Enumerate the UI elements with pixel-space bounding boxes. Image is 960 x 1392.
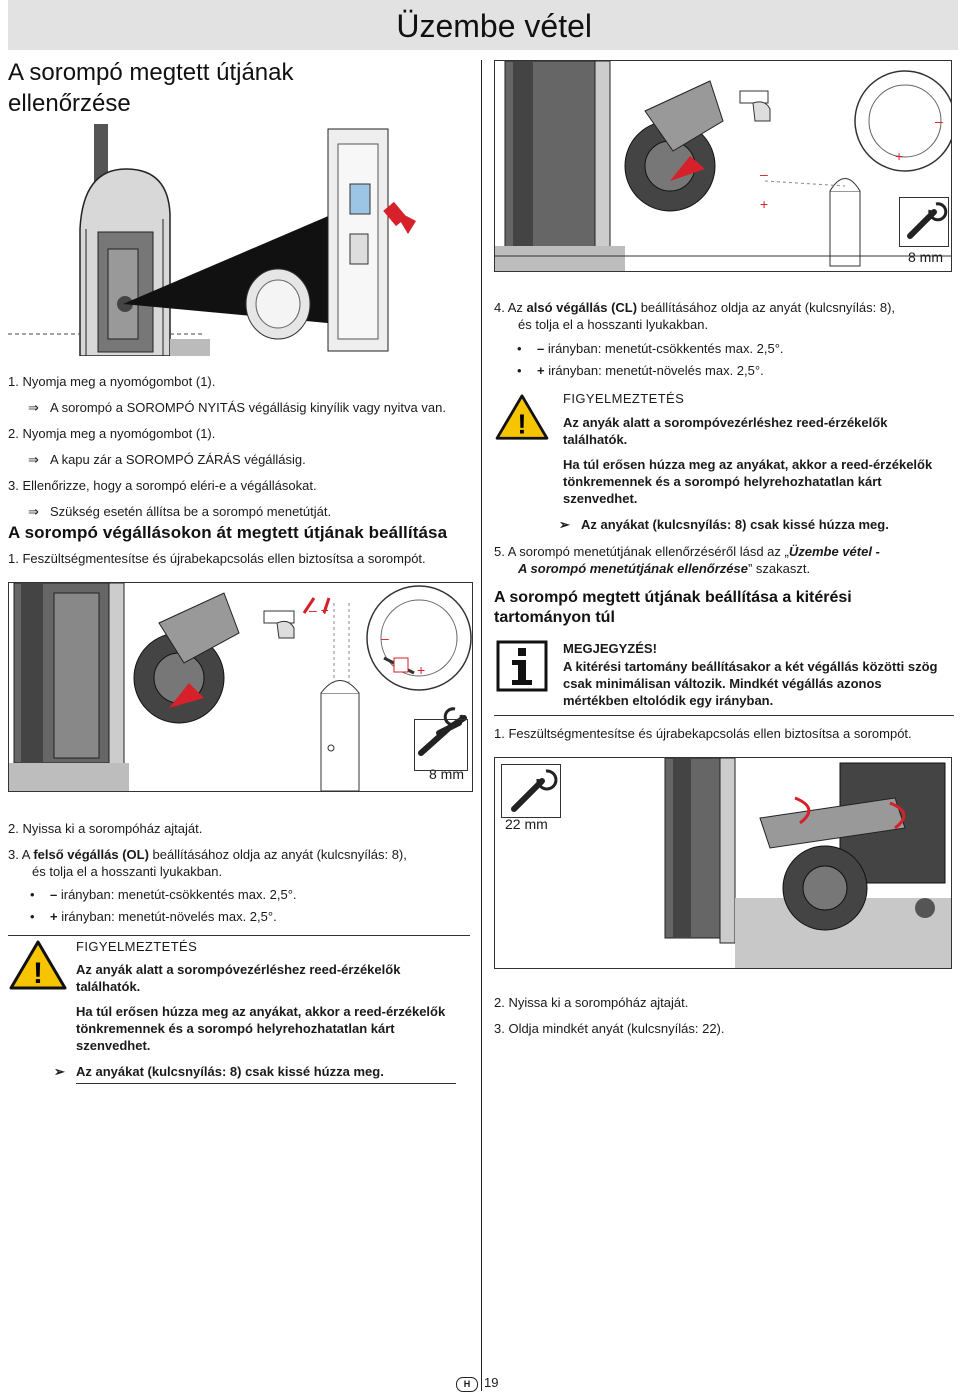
step-3: 3. A felső végállás (OL) beállításához o… [8,847,407,879]
warning-triangle-icon: ! [9,940,67,990]
bullet-minus-right: •– irányban: menetút-csökkentés max. 2,5… [517,341,784,356]
info-icon [496,640,548,692]
step-2: 2. Nyissa ki a sorompóház ajtaját. [8,821,203,836]
note-text: A kitérési tartomány beállításakor a két… [563,659,938,708]
figure-lower-limit: – + – + 8 mm [494,60,956,272]
check-result-1: ⇒A sorompó a SOROMPÓ NYITÁS végállásig k… [28,400,446,415]
result-arrow-icon: ⇒ [28,504,39,519]
step-3b: 3. Oldja mindkét anyát (kulcsnyílás: 22)… [494,1021,725,1036]
step-1b: 1. Feszültségmentesítse és újrabekapcsol… [494,726,912,741]
warning-action: ➢Az anyákat (kulcsnyílás: 8) csak kissé … [559,517,889,532]
warning-title: FIGYELMEZTETÉS [76,939,198,954]
section-2-title: A sorompó megtett útjának beállítása a k… [494,589,852,626]
note-title: MEGJEGYZÉS! [563,641,657,656]
step-2b: 2. Nyissa ki a sorompóház ajtaját. [494,995,689,1010]
action-arrow-icon: ➢ [54,1064,65,1079]
figure-upper-limit: – + – + 8 mm [8,582,473,792]
note-rule [494,715,954,716]
bullet-minus: •– irányban: menetút-csökkentés max. 2,5… [30,887,297,902]
warning-rule-top [8,935,470,936]
result-arrow-icon: ⇒ [28,452,39,467]
warning-text-2: Ha túl erősen húzza meg az anyákat, akko… [563,457,933,506]
subsection-title: A sorompó végállásokon át megtett útjána… [8,523,448,542]
wrench-icon [899,197,949,247]
warning-action: ➢Az anyákat (kulcsnyílás: 8) csak kissé … [54,1064,384,1079]
check-result-3: ⇒Szükség esetén állítsa be a sorompó men… [28,504,332,519]
sub-step-1: 1. Feszültségmentesítse és újrabekapcsol… [8,551,426,566]
action-arrow-icon: ➢ [559,517,570,532]
page-title: Üzembe vétel [396,8,592,44]
page-footer: H 19 [456,1374,498,1392]
wrench-size-label: 8 mm [908,249,943,265]
svg-text:–: – [381,630,389,646]
language-badge: H [456,1377,478,1392]
svg-text:+: + [895,148,903,164]
svg-text:+: + [417,662,425,678]
wrench-icon [501,764,561,818]
figure-nut-22: 22 mm [494,757,952,969]
svg-text:–: – [760,166,768,182]
lower-limit-illustration: – + – + [495,60,956,271]
svg-text:–: – [935,113,943,129]
svg-text:!: ! [33,957,43,990]
page-number: 19 [484,1375,499,1390]
upper-limit-illustration: – + – + [9,582,472,792]
check-steps: 1. Nyomja meg a nyomógombot (1). ⇒A soro… [8,373,478,520]
wrench-size-label: 22 mm [505,816,548,832]
warning-text-1: Az anyák alatt a sorompóvezérléshez reed… [76,962,401,994]
wrench-icon [414,719,468,771]
result-arrow-icon: ⇒ [28,400,39,415]
warning-text-2: Ha túl erősen húzza meg az anyákat, akko… [76,1004,446,1053]
section-title: A sorompó megtett útjának ellenőrzése [8,59,294,117]
check-step-3: 3. Ellenőrizze, hogy a sorompó eléri-e a… [8,478,317,493]
barrier-housing-illustration [8,124,416,357]
check-step-1: 1. Nyomja meg a nyomógombot (1). [8,374,216,389]
figure-barrier-housing [8,124,472,357]
step-4: 4. Az alsó végállás (CL) beállításához o… [494,300,896,332]
header-bar [8,0,958,50]
svg-text:– +: – + [309,602,329,618]
column-divider [481,60,482,1391]
step-5: 5. A sorompó menetútjának ellenőrzéséről… [494,544,880,576]
nut-22-illustration [664,757,951,968]
warning-text-1: Az anyák alatt a sorompóvezérléshez reed… [563,415,888,447]
check-step-2: 2. Nyomja meg a nyomógombot (1). [8,426,216,441]
svg-text:!: ! [517,409,526,440]
svg-text:+: + [760,196,768,212]
check-result-2: ⇒A kapu zár a SOROMPÓ ZÁRÁS végállásig. [28,452,306,467]
warning-triangle-icon: ! [495,394,549,440]
warning-title: FIGYELMEZTETÉS [563,391,685,406]
bullet-plus: •+ irányban: menetút-növelés max. 2,5°. [30,909,277,924]
bullet-plus-right: •+ irányban: menetút-növelés max. 2,5°. [517,363,764,378]
warning-rule-bottom [76,1083,456,1084]
